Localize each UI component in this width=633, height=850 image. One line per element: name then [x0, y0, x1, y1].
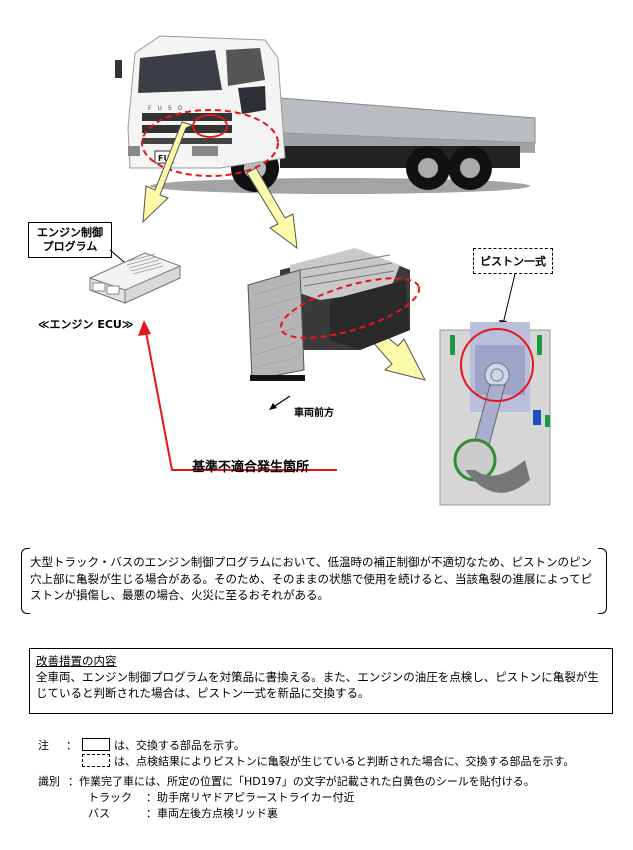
- ecu-image: [89, 252, 181, 304]
- note-label: 注: [38, 739, 49, 752]
- ecu-callout-line1: エンジン制御: [37, 226, 103, 239]
- identification-label: 識別: [38, 775, 60, 788]
- engine-highlight: [279, 277, 420, 339]
- truck-badge-text: FU: [158, 154, 170, 163]
- note-dashed-legend: は、点検結果によりピストンに亀裂が生じていると判断された場合に、交換する部品を示…: [38, 754, 574, 770]
- measures-text: 全車両、エンジン制御プログラムを対策品に書換える。また、エンジンの油圧を点検し、…: [36, 670, 599, 700]
- vehicle-front-label: 車両前方: [294, 408, 334, 419]
- piston-cross-section-image: [439, 322, 551, 506]
- ecu-location-highlight: [141, 109, 279, 177]
- ecu-label: ≪エンジン ECU≫: [38, 318, 134, 331]
- vehicle-front-arrow-icon: [269, 395, 291, 410]
- improvement-measures-box: 改善措置の内容 全車両、エンジン制御プログラムを対策品に書換える。また、エンジン…: [29, 648, 613, 714]
- truck-label: トラック: [88, 791, 132, 804]
- dashed-legend-text: は、点検結果によりピストンに亀裂が生じていると判断された場合に、交換する部品を示…: [114, 755, 575, 768]
- defect-location-arrow: [138, 320, 337, 471]
- identification-text: ：作業完了車には、所定の位置に「HD197」の文字が記載された白黄色のシールを貼…: [68, 775, 535, 788]
- bus-label: バス: [88, 807, 110, 820]
- arrow-to-engine: [246, 167, 298, 250]
- truck-location-text: ：助手席リヤドアピラーストライカー付近: [146, 791, 355, 804]
- ecu-location-marker: [192, 114, 228, 138]
- solid-legend-text: は、交換する部品を示す。: [114, 739, 245, 752]
- truck-brand-text: FUSO: [148, 105, 188, 112]
- defect-description: 大型トラック・バスのエンジン制御プログラムにおいて、低温時の補正制御が不適切なた…: [30, 555, 593, 602]
- truck-location-row: トラック ：助手席リヤドアピラーストライカー付近: [38, 790, 574, 806]
- dashed-box-legend-icon: [82, 754, 110, 767]
- ecu-callout-line2: プログラム: [42, 240, 98, 253]
- arrow-to-ecu: [142, 121, 194, 224]
- bus-location-row: バス ：車両左後方点検リッド裏: [38, 806, 574, 822]
- description-bracket-right: [598, 548, 607, 614]
- measures-title: 改善措置の内容: [36, 654, 117, 668]
- bus-location-text: ：車両左後方点検リッド裏: [146, 807, 278, 820]
- identification-row: 識別 ：作業完了車には、所定の位置に「HD197」の文字が記載された白黄色のシール…: [38, 774, 574, 790]
- note-colon: ：: [66, 739, 77, 752]
- notes-section: 注 ： は、交換する部品を示す。 は、点検結果によりピストンに亀裂が生じていると判断…: [38, 738, 574, 822]
- piston-assembly-callout: ピストン一式: [473, 248, 553, 274]
- defect-location-label: 基準不適合発生箇所: [192, 460, 310, 475]
- solid-box-legend-icon: [82, 738, 110, 751]
- engine-image: [247, 248, 420, 381]
- ecu-program-callout: エンジン制御 プログラム: [28, 222, 112, 258]
- note-solid-legend: 注 ： は、交換する部品を示す。: [38, 738, 574, 754]
- piston-highlight: [460, 328, 534, 402]
- description-bracket-left: [21, 548, 30, 614]
